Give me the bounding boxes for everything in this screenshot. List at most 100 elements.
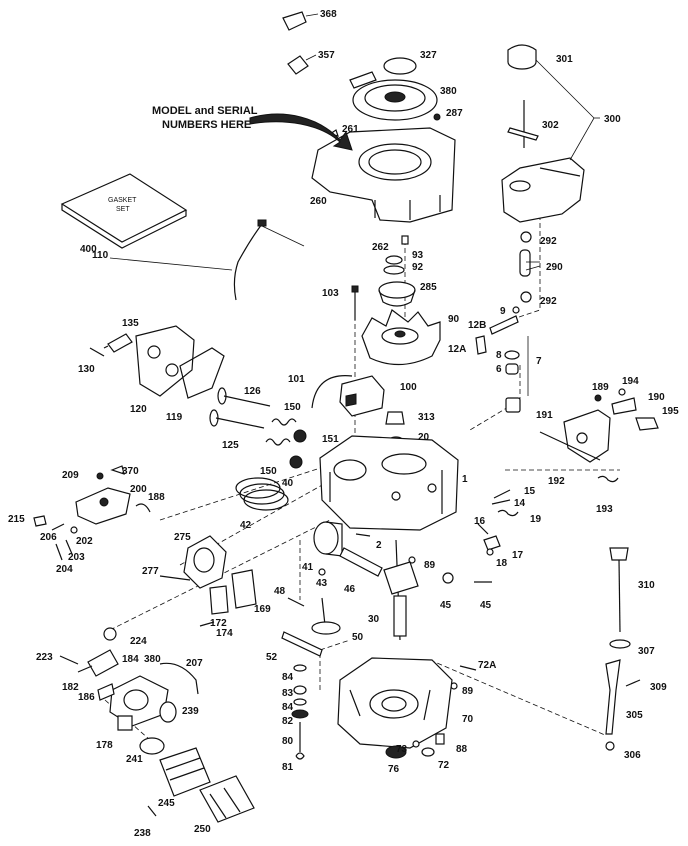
part-label-16: 16 bbox=[474, 516, 486, 527]
part-label-1: 1 bbox=[462, 474, 468, 485]
part-135-spark-plug-drawing bbox=[103, 333, 133, 353]
part-label-204: 204 bbox=[56, 564, 73, 575]
part-400-gasket-set-drawing: GASKET SET bbox=[60, 173, 188, 249]
part-label-290: 290 bbox=[546, 262, 563, 273]
part-84b-drawing bbox=[293, 698, 307, 706]
part-label-120: 120 bbox=[130, 404, 147, 415]
part-label-50: 50 bbox=[352, 632, 364, 643]
part-label-275: 275 bbox=[174, 532, 191, 543]
part-292a-drawing bbox=[520, 231, 532, 243]
part-206-drawing bbox=[51, 523, 65, 531]
part-250-filter-cover-drawing bbox=[199, 775, 255, 823]
part-260-blower-housing-drawing bbox=[311, 127, 456, 223]
part-380-starter-drawing bbox=[349, 71, 438, 121]
part-83-drawing bbox=[293, 685, 307, 695]
gasket-set-line1: GASKET bbox=[108, 197, 137, 204]
part-label-191: 191 bbox=[536, 410, 553, 421]
part-245-filter-drawing bbox=[159, 747, 211, 797]
part-12A-drawing bbox=[475, 335, 487, 355]
part-label-188: 188 bbox=[148, 492, 165, 503]
part-label-292b: 292 bbox=[540, 296, 557, 307]
part-label-239: 239 bbox=[182, 706, 199, 717]
leader-lines bbox=[109, 59, 600, 396]
part-42-piston-rings-drawing bbox=[235, 477, 289, 511]
part-label-45a: 45 bbox=[440, 600, 452, 611]
part-label-125: 125 bbox=[222, 440, 239, 451]
part-label-202: 202 bbox=[76, 536, 93, 547]
part-12B-drawing bbox=[489, 315, 519, 335]
gasket-set-line2: SET bbox=[116, 206, 130, 213]
part-label-17: 17 bbox=[512, 550, 524, 561]
part-287-drawing bbox=[433, 113, 441, 121]
part-224-drawing bbox=[103, 627, 117, 641]
part-label-206: 206 bbox=[40, 532, 57, 543]
part-label-215: 215 bbox=[8, 514, 25, 525]
part-label-15: 15 bbox=[524, 486, 536, 497]
part-label-19: 19 bbox=[530, 514, 542, 525]
part-label-89a: 89 bbox=[424, 560, 436, 571]
part-327-drawing bbox=[383, 57, 417, 75]
part-125-valve-drawing bbox=[209, 409, 265, 429]
part-241-drawing bbox=[139, 737, 165, 755]
part-151-drawing bbox=[293, 429, 307, 443]
part-label-260: 260 bbox=[310, 196, 327, 207]
part-239-drawing bbox=[159, 701, 177, 723]
part-label-20: 20 bbox=[418, 432, 430, 443]
part-84a-drawing bbox=[293, 664, 307, 672]
part-370-drawing bbox=[110, 465, 125, 475]
part-label-193: 193 bbox=[596, 504, 613, 515]
part-70-sump-drawing bbox=[337, 657, 453, 749]
part-label-43: 43 bbox=[316, 578, 328, 589]
part-label-76: 76 bbox=[388, 764, 400, 775]
note-line1: MODEL and SERIAL bbox=[152, 105, 258, 117]
part-label-300: 300 bbox=[604, 114, 621, 125]
part-285-drawing bbox=[378, 281, 416, 307]
part-9-drawing bbox=[512, 306, 520, 314]
part-92-drawing bbox=[383, 265, 405, 275]
part-290-drawing bbox=[519, 249, 531, 277]
part-93-drawing bbox=[385, 255, 403, 265]
part-label-93: 93 bbox=[412, 250, 424, 261]
part-label-81: 81 bbox=[282, 762, 294, 773]
part-7-drawing bbox=[505, 397, 521, 413]
part-label-30: 30 bbox=[368, 614, 380, 625]
part-110-connector bbox=[257, 219, 267, 227]
part-81-drawing bbox=[295, 752, 305, 760]
part-label-245: 245 bbox=[158, 798, 175, 809]
part-label-130: 130 bbox=[78, 364, 95, 375]
part-172-drawing bbox=[209, 585, 229, 615]
part-label-72A: 72A bbox=[478, 660, 496, 671]
part-6-drawing bbox=[505, 363, 519, 375]
part-46-rod-drawing bbox=[339, 547, 383, 577]
part-label-45b: 45 bbox=[480, 600, 492, 611]
part-label-89b: 89 bbox=[462, 686, 474, 697]
part-189-drawing bbox=[594, 394, 602, 402]
part-101-wire-drawing bbox=[311, 375, 353, 409]
part-label-9: 9 bbox=[500, 306, 506, 317]
part-label-72: 72 bbox=[438, 760, 450, 771]
part-275-muffler-drawing bbox=[183, 535, 227, 589]
part-40-drawing bbox=[289, 455, 303, 469]
part-label-223: 223 bbox=[36, 652, 53, 663]
part-label-2: 2 bbox=[376, 540, 382, 551]
part-14-drawing bbox=[491, 499, 511, 505]
part-label-277: 277 bbox=[142, 566, 159, 577]
part-203-drawing bbox=[65, 539, 73, 555]
part-126-valve-drawing bbox=[217, 387, 271, 407]
part-19-drawing bbox=[497, 509, 519, 517]
part-label-203: 203 bbox=[68, 552, 85, 563]
part-label-110: 110 bbox=[92, 250, 109, 261]
part-305-tube-drawing bbox=[605, 659, 621, 735]
part-50-camshaft-drawing bbox=[311, 597, 341, 635]
part-label-182: 182 bbox=[62, 682, 79, 693]
part-48-drawing bbox=[287, 597, 305, 607]
part-label-14: 14 bbox=[514, 498, 526, 509]
part-262-drawing bbox=[401, 235, 409, 245]
part-103-drawing bbox=[351, 285, 359, 320]
part-178-drawing bbox=[117, 715, 133, 731]
part-1-engine-block-drawing bbox=[319, 435, 459, 531]
part-label-126: 126 bbox=[244, 386, 261, 397]
part-89a-drawing bbox=[408, 556, 416, 564]
part-label-200: 200 bbox=[130, 484, 147, 495]
part-label-309: 309 bbox=[650, 682, 667, 693]
